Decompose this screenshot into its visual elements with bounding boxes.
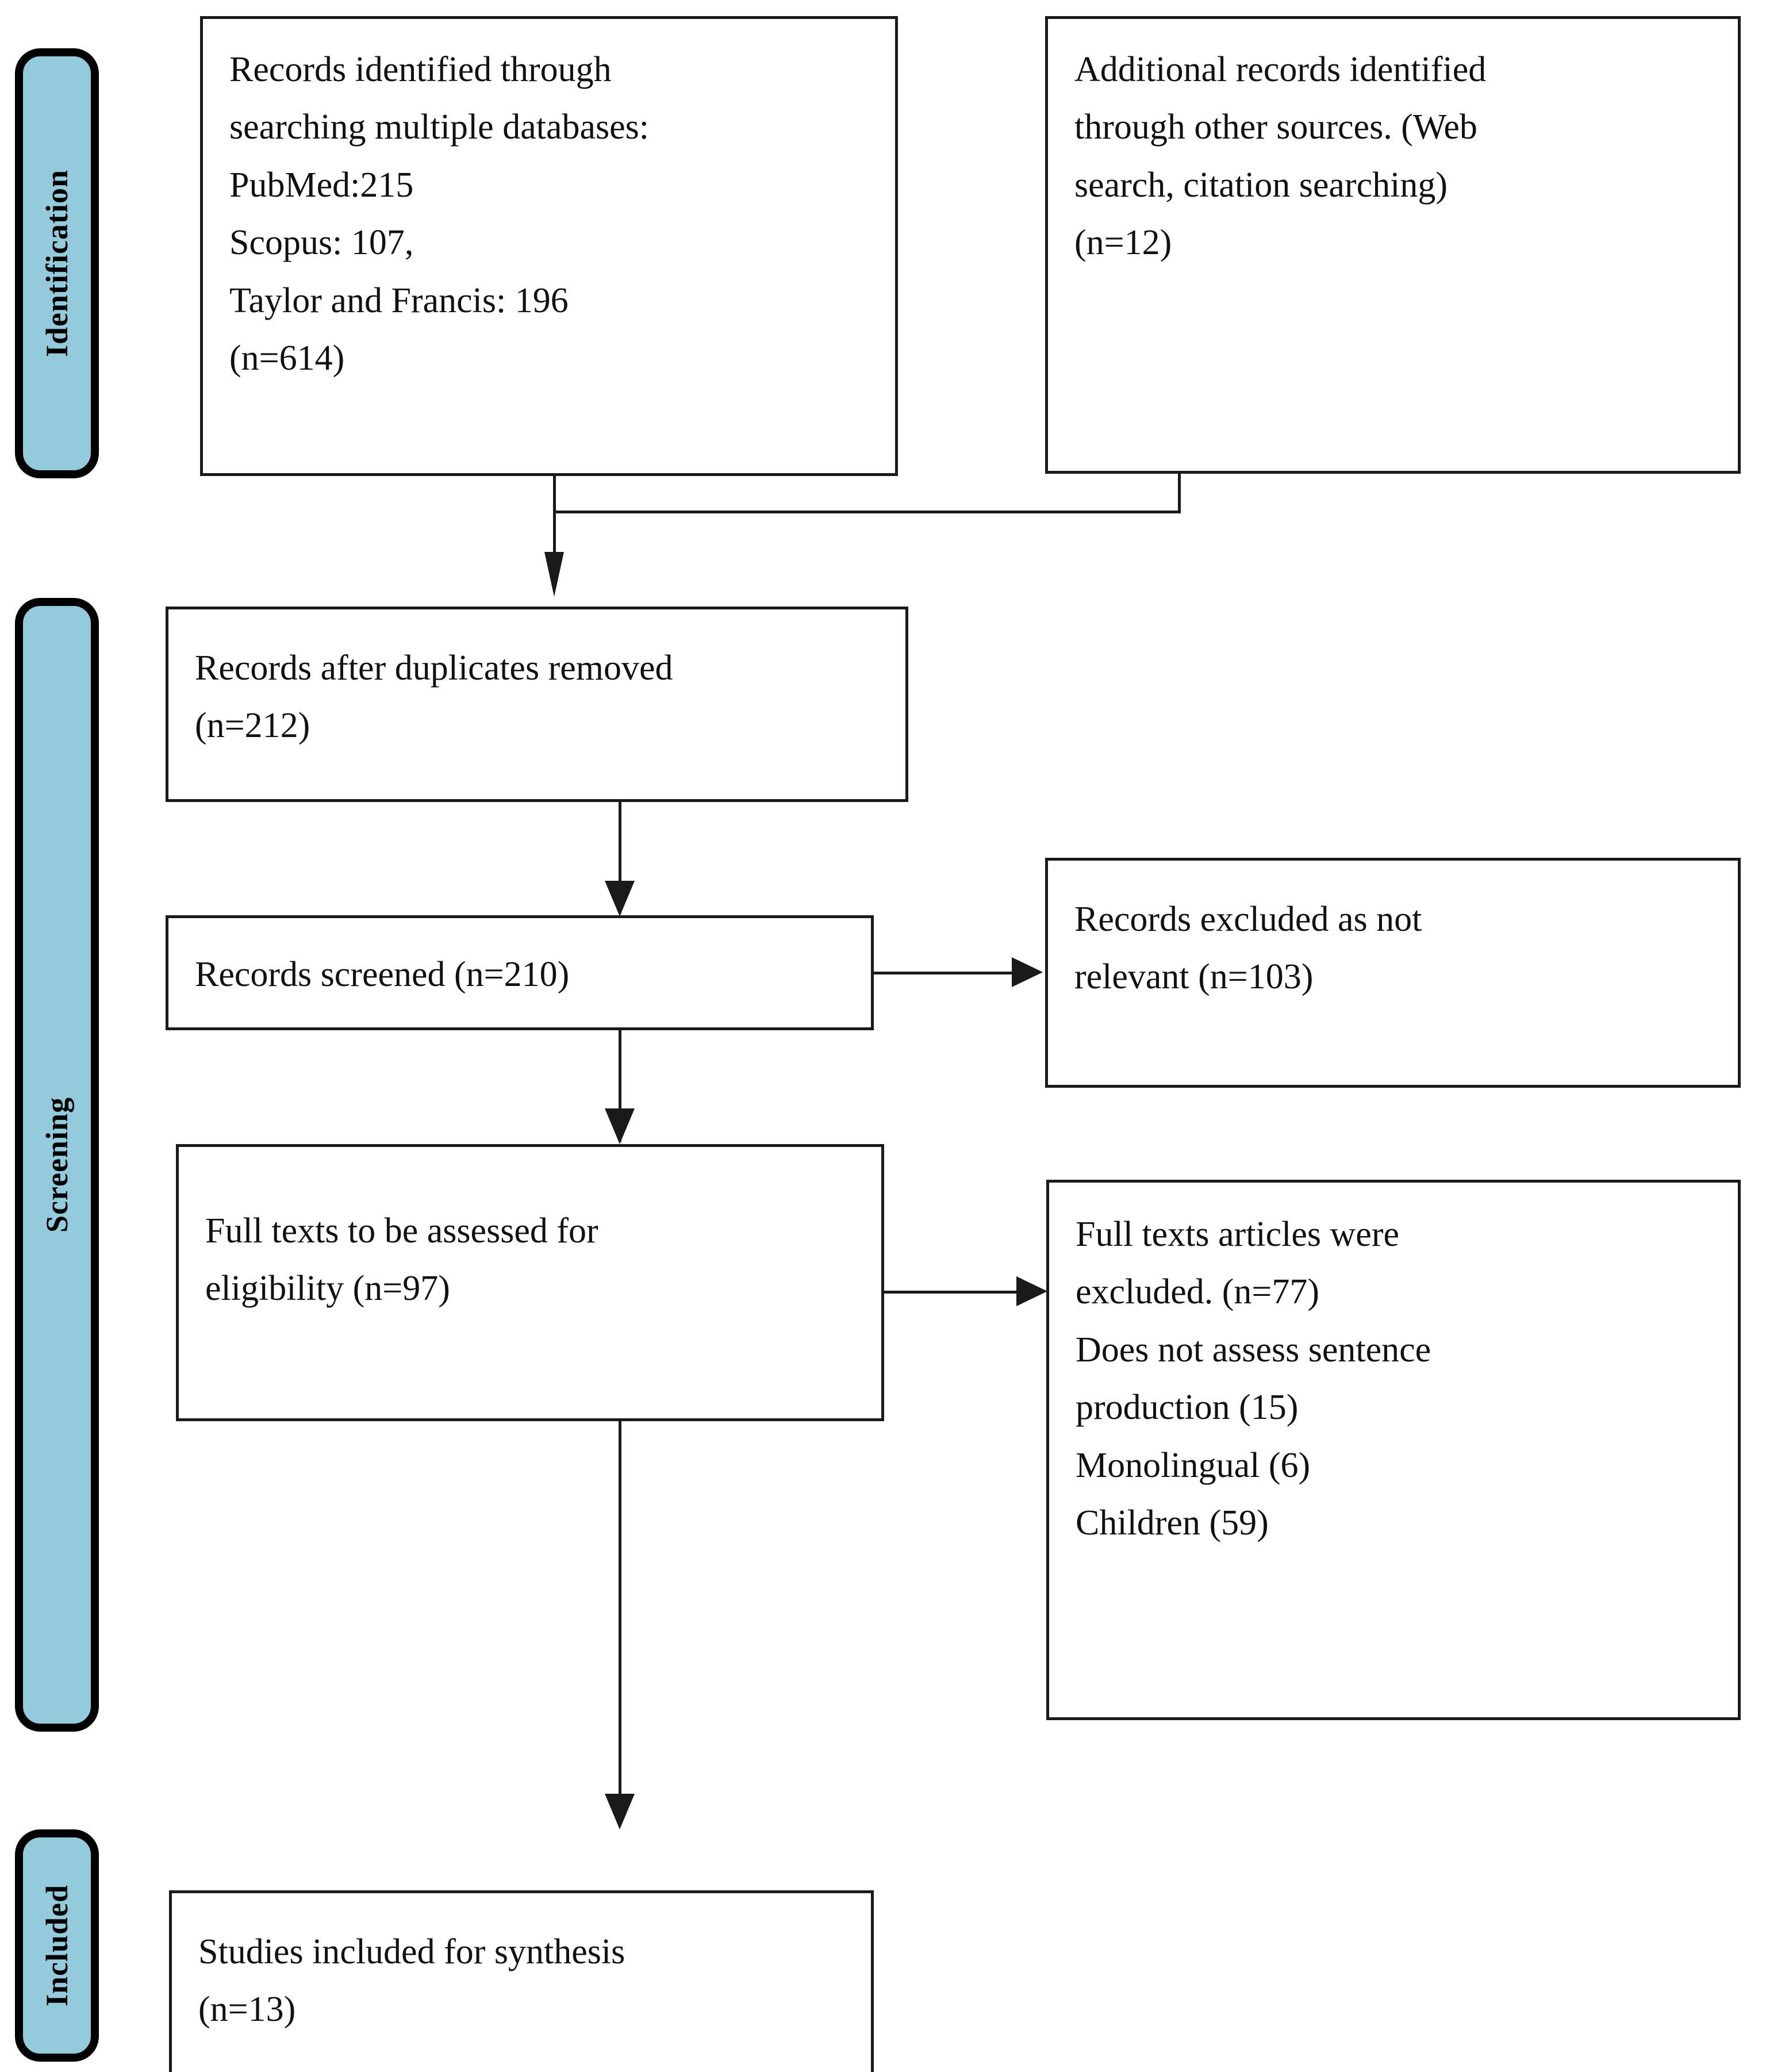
box-records-identified-text: Records identified through searching mul… <box>229 50 649 378</box>
phase-label-screening-text: Screening <box>40 1097 74 1233</box>
connector-screened-to-fulltext <box>619 1029 621 1142</box>
connector-merge-horizontal <box>553 511 1181 513</box>
arrow-to-studies-included <box>605 1794 635 1829</box>
phase-label-identification: Identification <box>15 48 99 478</box>
arrow-to-records-screened <box>605 881 635 916</box>
box-records-screened: Records screened (n=210) <box>166 915 874 1030</box>
box-duplicates-removed: Records after duplicates removed (n=212) <box>166 607 908 802</box>
box-fulltext-excluded: Full texts articles were excluded. (n=77… <box>1046 1180 1741 1720</box>
box-records-excluded-text: Records excluded as not relevant (n=103) <box>1074 900 1422 997</box>
arrow-to-fulltext-assessed <box>605 1108 635 1144</box>
box-additional-records-text: Additional records identified through ot… <box>1074 50 1487 263</box>
box-additional-records: Additional records identified through ot… <box>1045 16 1741 474</box>
connector-left-down <box>553 475 556 513</box>
connector-fulltext-to-included <box>619 1420 621 1820</box>
box-studies-included: Studies included for synthesis (n=13) <box>169 1890 874 2072</box>
box-records-screened-text: Records screened (n=210) <box>195 955 570 994</box>
box-studies-included-text: Studies included for synthesis (n=13) <box>198 1932 625 2029</box>
box-duplicates-removed-text: Records after duplicates removed (n=212) <box>195 649 673 746</box>
phase-label-screening: Screening <box>15 598 99 1732</box>
arrow-to-fulltext-excluded <box>1016 1276 1047 1306</box>
phase-label-included-text: Included <box>40 1884 74 2007</box>
box-fulltext-assessed: Full texts to be assessed for eligibilit… <box>176 1144 884 1421</box>
arrow-to-records-excluded <box>1012 957 1043 987</box>
connector-screened-to-excluded <box>873 972 1013 974</box>
box-records-excluded: Records excluded as not relevant (n=103) <box>1045 858 1741 1088</box>
box-fulltext-assessed-text: Full texts to be assessed for eligibilit… <box>205 1211 598 1309</box>
phase-label-identification-text: Identification <box>40 169 74 358</box>
box-fulltext-excluded-text: Full texts articles were excluded. (n=77… <box>1076 1215 1431 1543</box>
connector-fulltext-to-excluded <box>883 1291 1020 1294</box>
phase-label-included: Included <box>15 1829 99 2062</box>
connector-right-up <box>1178 473 1181 513</box>
box-records-identified: Records identified through searching mul… <box>200 16 898 476</box>
connector-duplicates-to-screened <box>619 801 621 914</box>
arrow-to-duplicates-removed <box>544 552 564 597</box>
connector-merged-stem <box>553 511 556 574</box>
